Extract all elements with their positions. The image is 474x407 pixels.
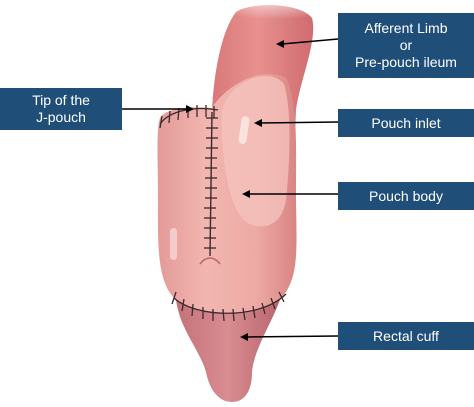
leader-tip: [122, 105, 194, 113]
pouch-junction-mark: [199, 257, 221, 265]
label-rectal-cuff: Rectal cuff: [338, 322, 474, 350]
label-afferent-line1: Afferent Limb: [364, 20, 448, 36]
label-pouch-inlet: Pouch inlet: [338, 109, 474, 137]
inlet-glint: [238, 116, 250, 144]
leader-cuff: [240, 333, 339, 341]
staple-ticks: [204, 117, 218, 249]
staple-line: [209, 111, 213, 257]
label-cuff-text: Rectal cuff: [373, 327, 439, 344]
body-glint: [170, 228, 177, 260]
label-afferent-limb: Afferent Limb or Pre-pouch ileum: [338, 13, 474, 78]
afferent-limb-top-fade: [227, 0, 323, 26]
label-tip-line1: Tip of the: [32, 92, 90, 108]
pouch-inlet-highlight: [221, 76, 290, 227]
label-tip-of-j-pouch: Tip of the J-pouch: [0, 88, 122, 130]
anastomosis-suture-ticks: [171, 291, 285, 322]
leader-body: [242, 190, 338, 198]
label-inlet-text: Pouch inlet: [371, 114, 441, 131]
leader-afferent: [276, 38, 339, 48]
label-tip-line2: J-pouch: [36, 109, 86, 125]
rectal-cuff-shape: [176, 300, 280, 402]
label-pouch-body: Pouch body: [338, 182, 474, 210]
tip-suture-line: [159, 107, 219, 125]
leader-inlet: [254, 119, 339, 127]
tip-suture-ticks: [159, 105, 215, 129]
label-afferent-line2: or: [399, 37, 413, 53]
label-body-text: Pouch body: [369, 187, 443, 204]
label-afferent-line3: Pre-pouch ileum: [355, 54, 457, 70]
